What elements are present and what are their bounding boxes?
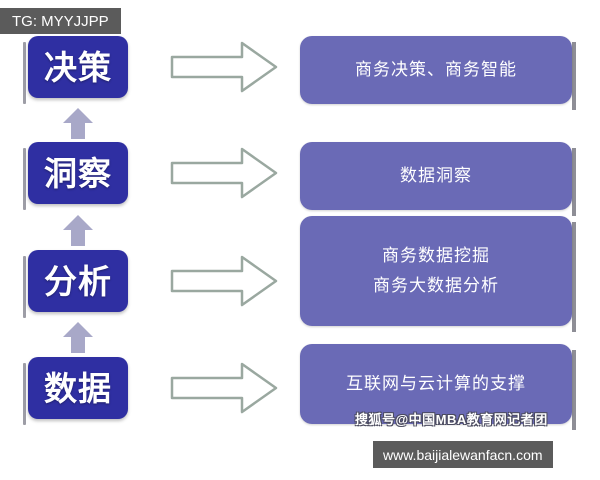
result-panel-data-insight[interactable]: 数据洞察 [300, 142, 572, 210]
right-arrow-icon [170, 360, 278, 416]
right-arrow-icon [170, 253, 278, 309]
site-url-badge: www.baijialewanfacn.com [373, 441, 553, 468]
up-arrow-icon [61, 320, 95, 354]
result-panel-shadow [572, 148, 576, 216]
result-panel-shadow [572, 42, 576, 110]
stage-box-insight-label: 洞察 [44, 154, 112, 192]
stage-box-analysis-label: 分析 [44, 262, 112, 300]
result-panel-data-mining[interactable]: 商务数据挖掘 商务大数据分析 [300, 216, 572, 326]
stage-box-shadow [23, 42, 26, 104]
stage-box-data[interactable]: 数据 [28, 357, 128, 419]
tg-badge: TG: MYYJJPP [0, 8, 121, 34]
result-panel-shadow [572, 350, 576, 430]
result-panel-line: 商务数据挖掘 [382, 246, 490, 265]
stage-box-shadow [23, 148, 26, 210]
sohu-watermark: 搜狐号@中国MBA教育网记者团 [355, 412, 548, 427]
stage-box-data-label: 数据 [44, 369, 112, 407]
result-panel-line: 商务大数据分析 [373, 276, 499, 295]
stage-box-analysis[interactable]: 分析 [28, 250, 128, 312]
result-panel-line: 商务决策、商务智能 [355, 60, 517, 79]
right-arrow-icon [170, 39, 278, 95]
result-panel-business-decision[interactable]: 商务决策、商务智能 [300, 36, 572, 104]
up-arrow-icon [61, 106, 95, 140]
result-panel-line: 数据洞察 [400, 166, 472, 185]
stage-box-insight[interactable]: 洞察 [28, 142, 128, 204]
stage-box-decision[interactable]: 决策 [28, 36, 128, 98]
up-arrow-icon [61, 213, 95, 247]
result-panel-internet-cloud[interactable]: 互联网与云计算的支撑 [300, 344, 572, 424]
stage-box-shadow [23, 256, 26, 318]
result-panel-shadow [572, 222, 576, 332]
result-panel-line: 互联网与云计算的支撑 [346, 374, 526, 393]
stage-box-shadow [23, 363, 26, 425]
stage-box-decision-label: 决策 [44, 48, 112, 86]
right-arrow-icon [170, 145, 278, 201]
